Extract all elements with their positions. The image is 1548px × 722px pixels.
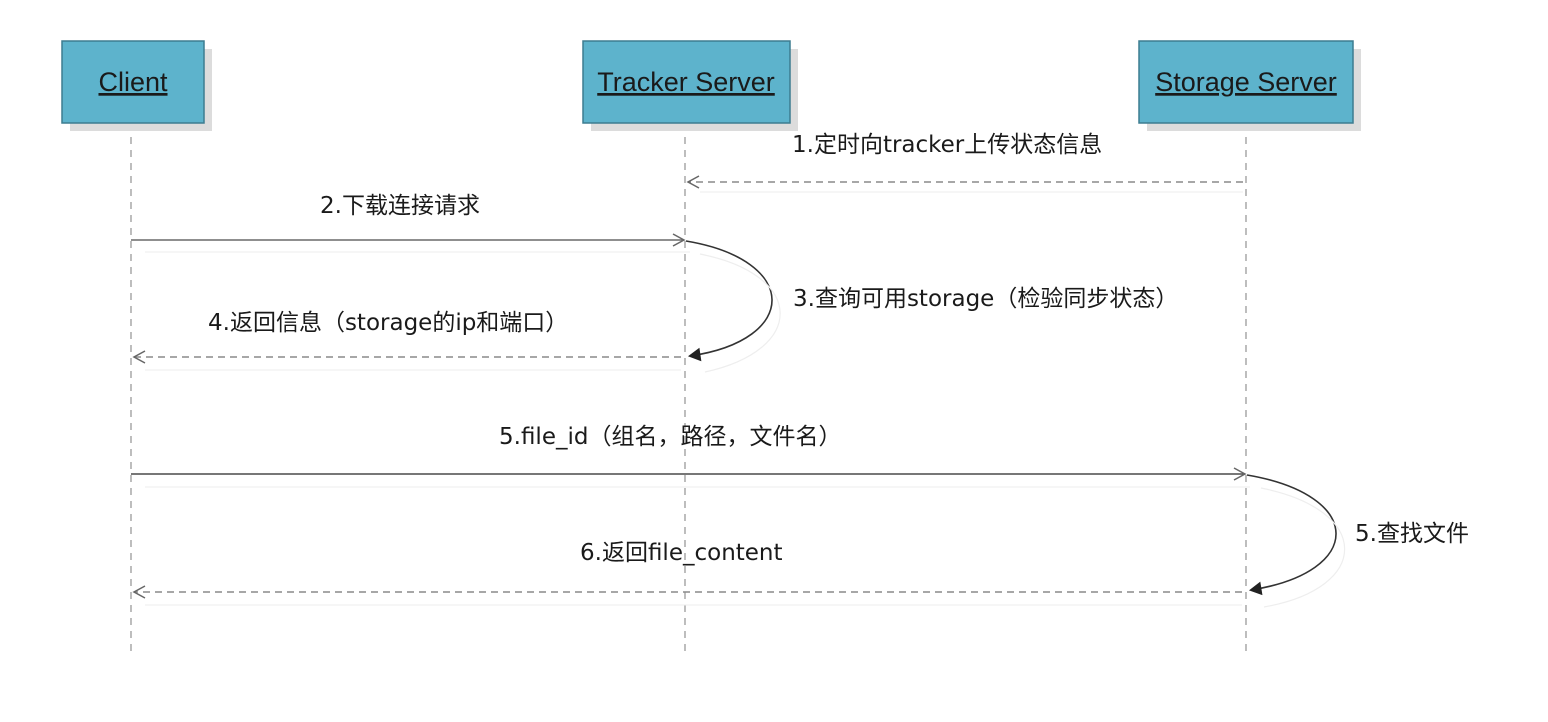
message-1: 1.定时向tracker上传状态信息 [686,132,1243,193]
message-4: 4.返回信息（storage的ip和端口） [132,310,681,371]
lifeline-client: Client [61,40,212,131]
tracker-box [582,40,791,124]
message-5: 5.file_id（组名，路径，文件名） [131,424,1250,488]
tracker-label: Tracker Server [597,67,775,97]
message-2-label: 2.下载连接请求 [320,193,480,219]
message-4-label: 4.返回信息（storage的ip和端口） [208,310,568,336]
storage-box [1138,40,1354,124]
message-5-label: 5.file_id（组名，路径，文件名） [499,424,841,450]
message-3: 3.查询可用storage（检验同步状态） [685,240,1178,373]
lifeline-tracker: Tracker Server [582,40,798,131]
client-label: Client [98,67,168,97]
message-2: 2.下载连接请求 [131,193,690,253]
lifeline-storage: Storage Server [1138,40,1361,131]
message-7-label: 6.返回file_content [580,540,783,566]
message-7: 6.返回file_content [132,540,1242,606]
message-6: 5.查找文件 [1246,474,1469,608]
storage-label: Storage Server [1155,67,1337,97]
message-6-label: 5.查找文件 [1355,521,1469,547]
client-box [61,40,205,124]
message-3-label: 3.查询可用storage（检验同步状态） [793,286,1178,312]
lifeline-lines [130,124,1247,655]
message-1-label: 1.定时向tracker上传状态信息 [792,132,1102,158]
